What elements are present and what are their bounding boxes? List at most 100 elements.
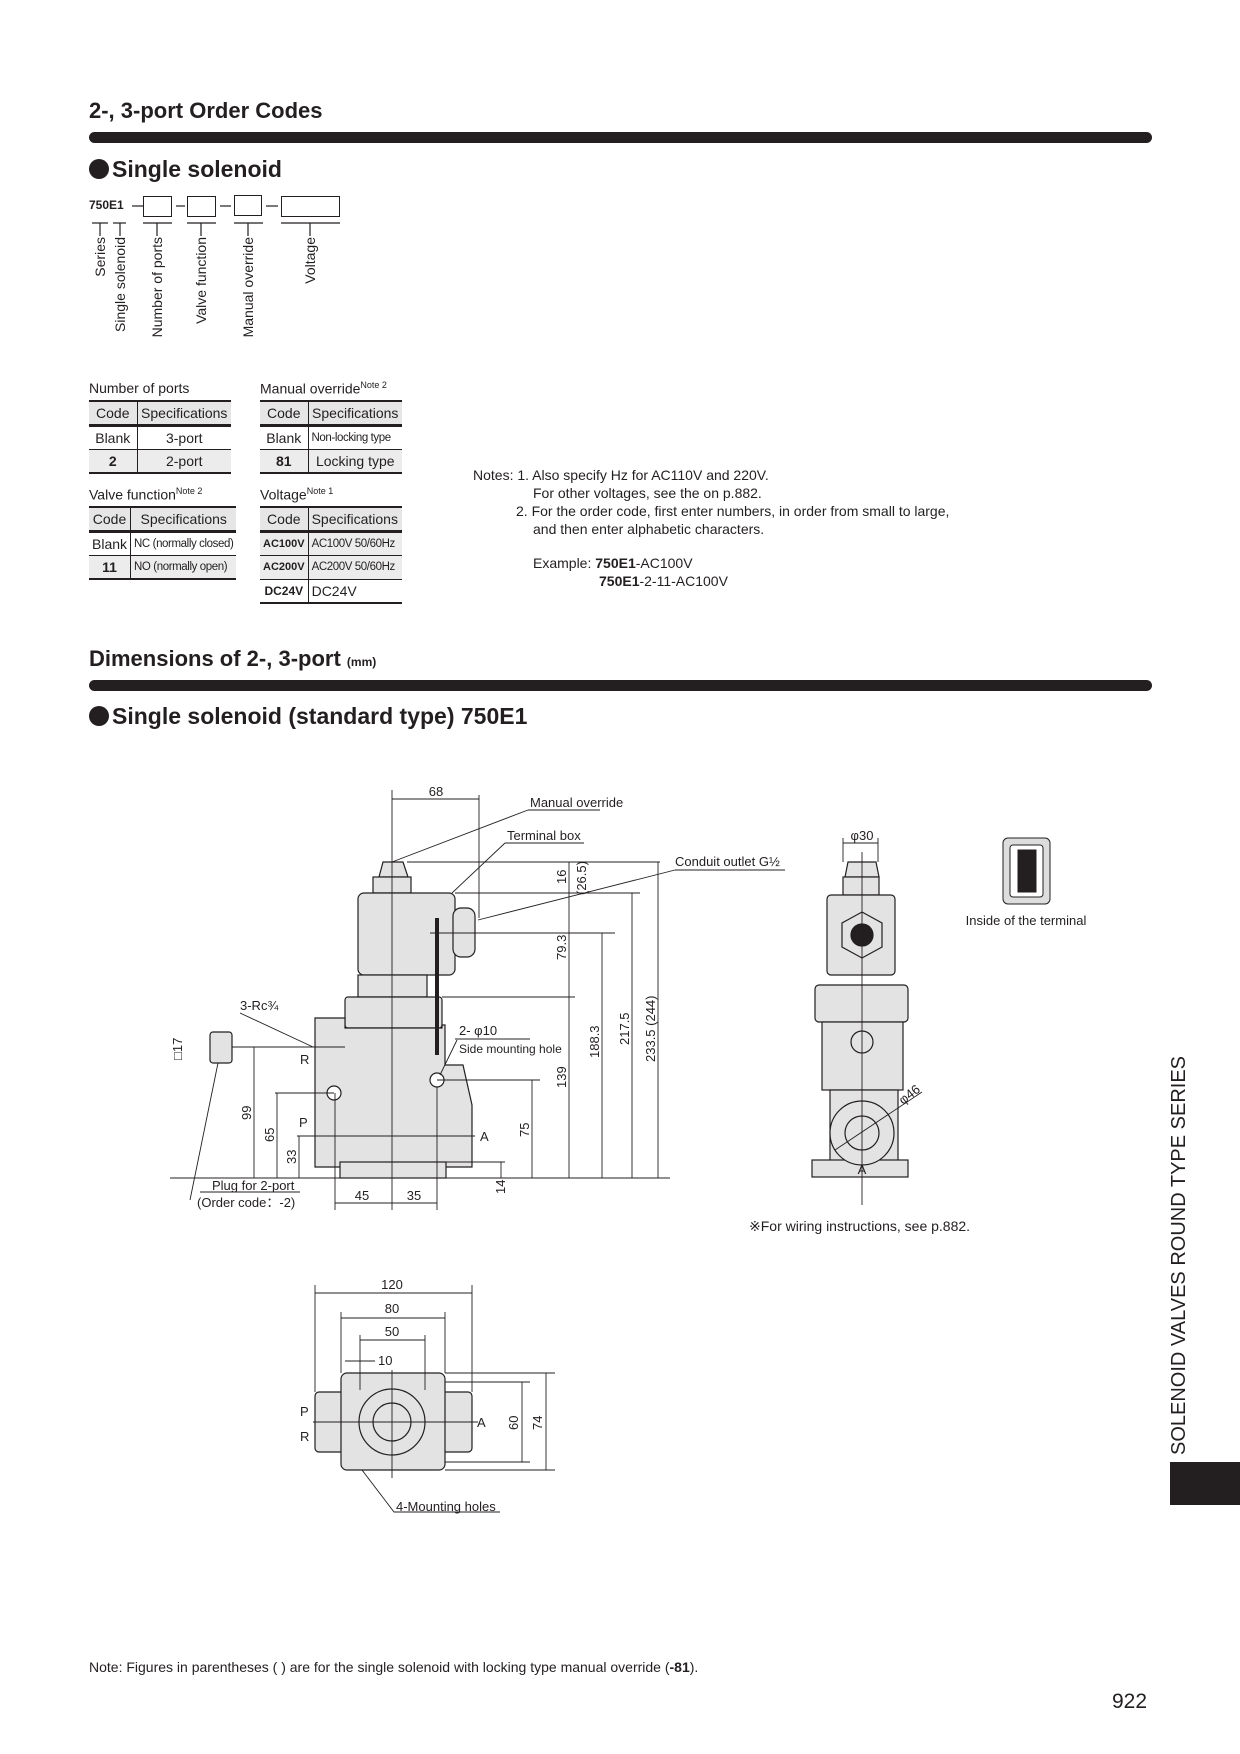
section-divider [89,132,1152,143]
caption-text: Number of ports [89,380,190,396]
code-box-function [187,196,216,217]
spec-cell: 2-port [137,449,231,474]
coil-body [357,892,456,976]
code-leader-lines [92,205,340,236]
dim-79-3: 79.3 [554,935,569,960]
dim-square-17: □17 [170,1038,185,1060]
header-code: Code [260,400,309,427]
dim-80: 80 [385,1301,399,1316]
example-label: Example: [533,555,592,571]
terminal-box [452,907,476,958]
port-r-label: R [300,1052,309,1067]
wiring-note: ※For wiring instructions, see p.882. [749,1218,970,1234]
front-dimension-lines [170,790,785,1210]
label-plug-order-code: (Order code：-2) [197,1195,295,1210]
dim-233-5: 233.5 (244) [643,996,658,1063]
table-caption-number-of-ports: Number of ports [89,380,189,396]
label-side-mounting-hole: Side mounting hole [459,1042,562,1056]
dim-68: 68 [429,784,443,799]
code-cell: AC100V [260,531,309,556]
terminal-inside-icon [1002,837,1051,905]
section-title-order-codes: 2-, 3-port Order Codes [89,98,323,123]
label-conduit-outlet: Conduit outlet G½ [675,854,780,869]
example-2-code: -2-11-AC100V [639,573,728,589]
spec-cell: 3-port [137,425,231,450]
spec-cell: DC24V [308,579,402,604]
dim-120: 120 [381,1277,403,1292]
dim-50: 50 [385,1324,399,1339]
dimensions-title: Dimensions of 2-, 3-port [89,646,341,671]
dim-10: 10 [378,1353,392,1368]
label-plug: Plug for 2-port [212,1178,295,1193]
dim-60: 60 [506,1416,521,1430]
note-2-cont: and then enter alphabetic characters. [533,521,765,537]
footer-note: Note: Figures in parentheses ( ) are for… [89,1659,698,1675]
note-ref: Note 2 [175,486,203,496]
port-p-label: P [299,1115,308,1130]
dim-188-3: 188.3 [587,1025,602,1058]
code-cell: 81 [260,449,309,474]
note-ref: Note 1 [306,486,334,496]
dim-14: 14 [493,1180,508,1194]
label-manual-override: Manual override [530,795,623,810]
code-cell: 2 [89,449,138,474]
table-caption-voltage: VoltageNote 1 [260,486,333,503]
dim-99: 99 [239,1106,254,1120]
note-ref: Note 2 [360,380,387,390]
dim-26-5: (26.5) [574,861,589,895]
code-box-ports [143,196,172,217]
subsection-title-single-solenoid: Single solenoid [89,156,282,183]
note-2: 2. For the order code, first enter numbe… [516,503,950,519]
code-cell: Blank [260,425,309,450]
port-a-label: A [477,1415,486,1430]
plug-shape [209,1031,233,1064]
table-caption-manual-override: Manual overrideNote 2 [260,380,387,397]
subsection-title-standard-type: Single solenoid (standard type) 750E1 [89,703,527,730]
label-mounting-holes: 4-Mounting holes [396,1499,496,1514]
code-cell: Blank [89,425,138,450]
header-code: Code [260,506,309,533]
spec-cell: AC100V 50/60Hz [308,531,402,556]
label-side-hole-count: 2- φ10 [459,1023,497,1038]
dim-139: 139 [554,1066,569,1088]
header-spec: Specifications [308,506,402,533]
bottom-view-labels: 120 80 50 10 P R A 60 74 4-Mounting hole… [300,1277,545,1514]
model-prefix: 750E1 [89,198,124,212]
example-2-model: 750E1 [599,573,640,589]
subsection-label: Single solenoid [112,156,282,182]
label-terminal-box: Terminal box [507,828,581,843]
example-1-code: -AC100V [635,555,693,571]
dim-16: 16 [554,870,569,884]
footer-note-text: Note: Figures in parentheses ( ) are for… [89,1659,670,1675]
header-spec: Specifications [137,400,231,427]
spec-cell: Locking type [308,449,402,474]
flange [344,996,443,1029]
code-cell: 11 [89,555,132,580]
front-view [209,861,476,1179]
coil-collar [357,974,428,998]
code-box-override [234,195,262,216]
side-tab-label: SOLENOID VALVES ROUND TYPE SERIES [1168,1055,1190,1455]
code-box-voltage [281,196,340,217]
side-tab-marker [1170,1462,1240,1505]
dim-45: 45 [355,1188,369,1203]
footer-note-end: ). [689,1659,699,1675]
port-p-label: P [300,1404,309,1419]
dim-phi-30: φ30 [851,828,874,843]
label-port-thread: 3-Rc¾ [240,998,278,1013]
front-view-labels: 68 Manual override Terminal box Conduit … [170,784,780,1210]
dim-35: 35 [407,1188,421,1203]
dim-74: 74 [530,1416,545,1430]
spec-cell: Non-locking type [308,425,402,450]
dim-217-5: 217.5 [617,1012,632,1045]
header-code: Code [89,400,138,427]
table-caption-valve-function: Valve functionNote 2 [89,486,202,503]
code-cell: Blank [89,531,132,556]
notes-label: Notes: [473,467,514,483]
dim-75: 75 [517,1123,532,1137]
side-view [811,861,909,1178]
